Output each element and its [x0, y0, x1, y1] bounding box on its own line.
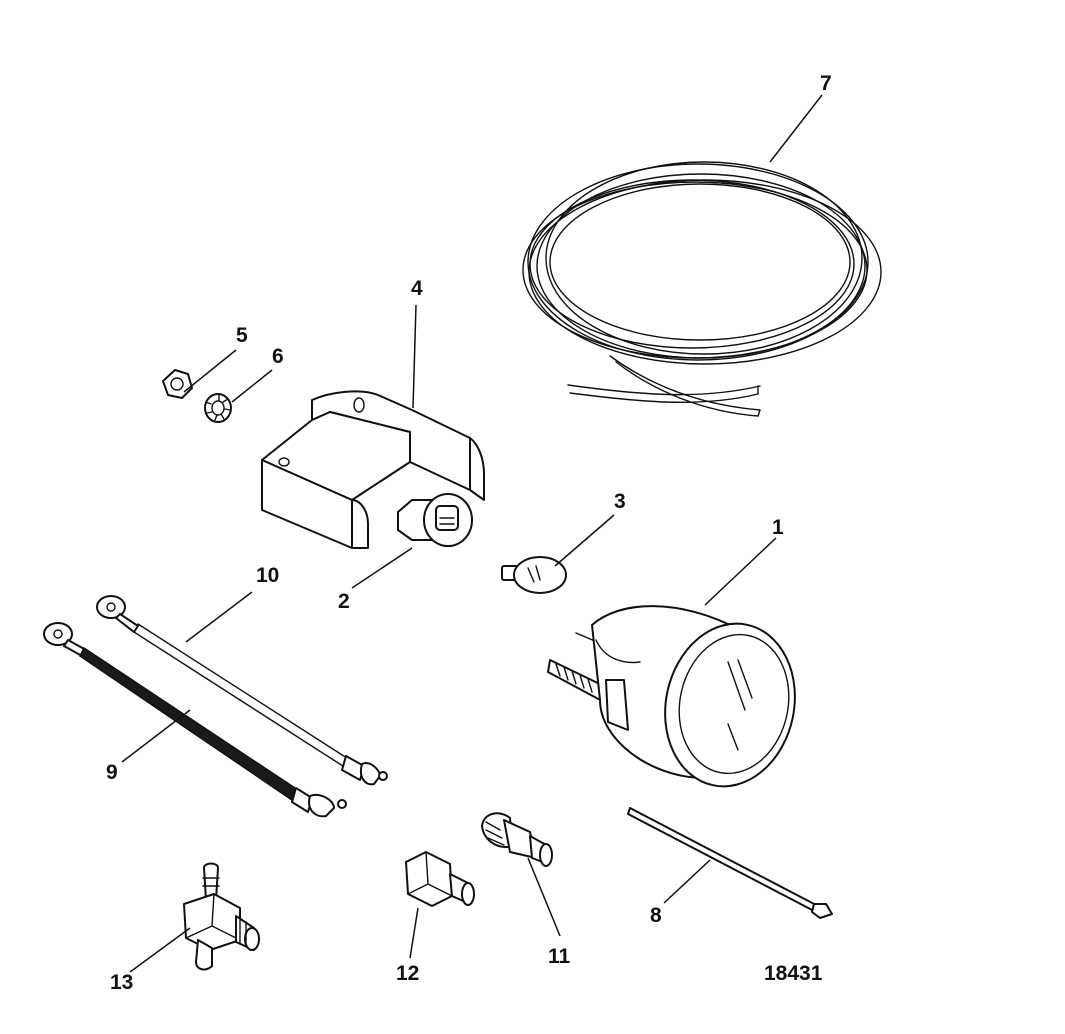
- part-12-fitting: [405, 851, 475, 907]
- callout-labels: 1 2 3 4 5 6 7 8 9 10 11 12 13 18431: [106, 72, 832, 994]
- part-1-gauge: [547, 605, 796, 788]
- callout-1: 1: [772, 516, 784, 539]
- part-13-tee-fitting: [183, 862, 260, 971]
- part-4-mounting-bracket: [261, 390, 485, 549]
- callout-6: 6: [272, 345, 284, 368]
- part-2-lamp-socket: [397, 493, 473, 547]
- callout-10: 10: [256, 564, 279, 587]
- part-10-wire-lead: [96, 595, 388, 786]
- part-3-wedge-bulb: [501, 556, 567, 594]
- figure-number: 18431: [764, 962, 823, 985]
- callout-4: 4: [411, 277, 423, 300]
- callout-7: 7: [820, 72, 832, 95]
- part-5-hex-nut: [162, 369, 193, 399]
- callout-3: 3: [614, 490, 626, 513]
- callout-12: 12: [396, 962, 419, 985]
- callout-2: 2: [338, 590, 350, 613]
- callout-13: 13: [110, 971, 133, 994]
- callout-5: 5: [236, 324, 248, 347]
- part-7-coiled-tubing: [522, 161, 882, 417]
- part-11-fitting: [481, 812, 553, 867]
- part-9-wire-lead-dark: [43, 622, 347, 818]
- part-6-lock-washer: [204, 393, 232, 423]
- callout-9: 9: [106, 761, 118, 784]
- leader-lines: [121, 94, 823, 973]
- part-8-cable-tie: [627, 807, 833, 919]
- callout-8: 8: [650, 904, 662, 927]
- callout-11: 11: [548, 945, 571, 968]
